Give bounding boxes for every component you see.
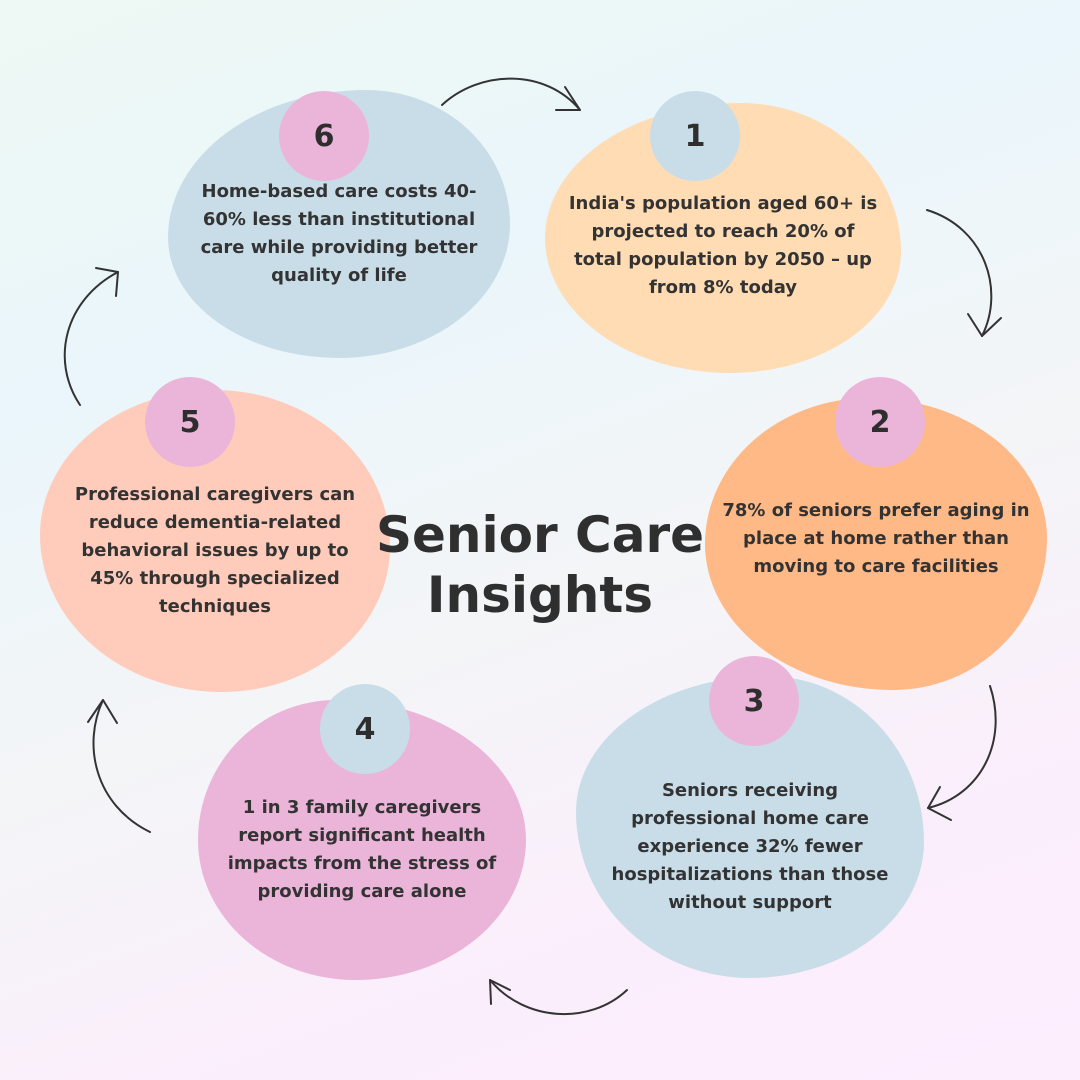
insight-text-1: India's population aged 60+ is projected…: [568, 193, 878, 298]
page-title: Senior Care Insights: [340, 505, 740, 625]
insight-number-1: 1: [650, 91, 740, 181]
insight-number-6: 6: [279, 91, 369, 181]
arrow-4-to-5: [92, 699, 151, 833]
arrow-3-to-4: [489, 979, 628, 1015]
insight-number-5: 5: [145, 377, 235, 467]
arrow-2-to-3: [927, 685, 997, 809]
page-title-line-2: Insights: [426, 566, 654, 624]
insight-text-6: Home-based care costs 40-60% less than i…: [200, 181, 478, 286]
insight-text-4: 1 in 3 family caregivers report signific…: [227, 797, 497, 902]
insight-number-4: 4: [320, 684, 410, 774]
page-title-line-1: Senior Care: [375, 506, 705, 564]
arrow-1-to-2: [926, 209, 993, 337]
insight-number-2: 2: [835, 377, 925, 467]
arrow-6-to-1: [441, 77, 581, 111]
insight-card-2: 78% of seniors prefer aging in place at …: [705, 398, 1047, 690]
insight-number-3: 3: [709, 656, 799, 746]
insight-text-3: Seniors receiving professional home care…: [611, 780, 889, 913]
insight-text-5: Professional caregivers can reduce demen…: [74, 484, 356, 617]
arrow-5-to-6: [63, 271, 119, 406]
insight-text-2: 78% of seniors prefer aging in place at …: [722, 500, 1030, 577]
